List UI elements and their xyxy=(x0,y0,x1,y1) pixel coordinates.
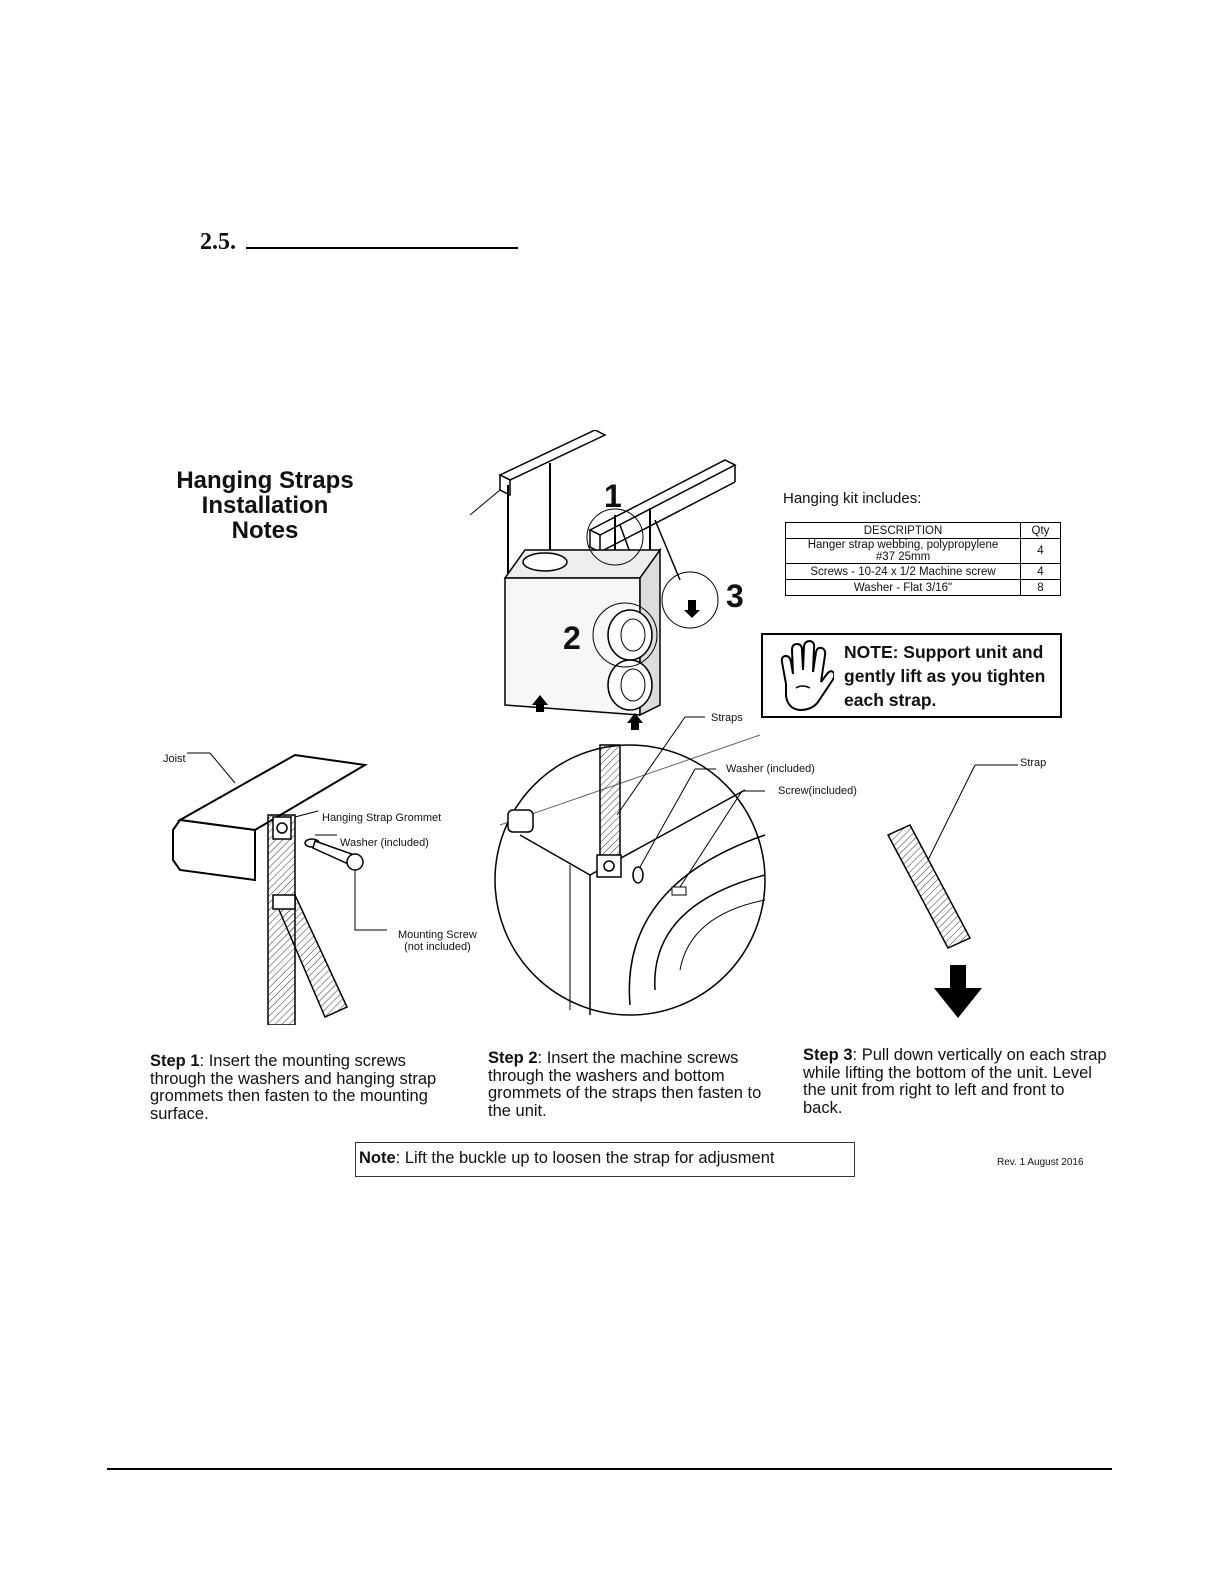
label-strap: Strap xyxy=(1020,757,1047,769)
section-heading: 2.5. xyxy=(200,227,518,256)
label-mounting-screw: Mounting Screw (not included) xyxy=(398,929,477,953)
note-label: Note xyxy=(359,1149,396,1167)
table-header-row: DESCRIPTION Qty xyxy=(785,522,1061,539)
unit-hanging-illustration xyxy=(470,430,737,730)
table-row: Washer - Flat 3/16" 8 xyxy=(785,579,1061,596)
cell-description: Hanger strap webbing, polypropylene #37 … xyxy=(785,538,1021,564)
label-washer-2: Washer (included) xyxy=(726,763,815,775)
cell-qty: 8 xyxy=(1020,579,1061,596)
stop-hand-icon xyxy=(780,640,834,712)
label-washer-1: Washer (included) xyxy=(340,837,429,849)
label-joist: Joist xyxy=(163,753,186,765)
section-number: 2.5. xyxy=(200,229,236,255)
step-text: : Pull down vertically on each strap whi… xyxy=(803,1046,1107,1117)
kit-table: DESCRIPTION Qty Hanger strap webbing, po… xyxy=(785,522,1061,596)
page-title: Hanging Straps Installation Notes xyxy=(160,468,370,543)
down-arrow-icon xyxy=(934,965,982,1018)
title-line-1: Hanging Straps xyxy=(176,467,354,494)
header-description: DESCRIPTION xyxy=(785,522,1021,539)
support-note-box xyxy=(761,633,1062,718)
cell-text: #37 25mm xyxy=(875,551,931,563)
cell-qty: 4 xyxy=(1020,563,1061,580)
header-qty: Qty xyxy=(1020,522,1061,539)
strap-attach-detail xyxy=(494,716,766,1016)
revision-label: Rev. 1 August 2016 xyxy=(997,1157,1084,1168)
step-text: : Insert the machine screws through the … xyxy=(488,1049,762,1120)
step-text: : Insert the mounting screws through the… xyxy=(150,1052,437,1123)
kit-label: Hanging kit includes: xyxy=(783,490,922,507)
callout-2: 2 xyxy=(563,620,581,656)
step-1: Step 1: Insert the mounting screws throu… xyxy=(150,1052,450,1123)
strap-pull-detail xyxy=(886,764,1018,1018)
title-line-3: Notes xyxy=(231,517,299,544)
label-straps: Straps xyxy=(711,712,743,724)
step-label: Step 3 xyxy=(803,1046,853,1064)
note-line-1: NOTE: Support unit and xyxy=(844,642,1044,662)
callout-3: 3 xyxy=(726,578,744,614)
title-line-2: Installation xyxy=(201,492,329,519)
cell-qty: 4 xyxy=(1020,538,1061,564)
footer-divider xyxy=(107,1468,1112,1470)
note-text: : Lift the buckle up to loosen the strap… xyxy=(395,1149,775,1167)
label-grommet: Hanging Strap Grommet xyxy=(322,812,442,824)
table-row: Hanger strap webbing, polypropylene #37 … xyxy=(785,538,1061,564)
cell-description: Washer - Flat 3/16" xyxy=(785,579,1021,596)
table-row: Screws - 10-24 x 1/2 Machine screw 4 xyxy=(785,563,1061,580)
step-label: Step 1 xyxy=(150,1052,200,1070)
step-2: Step 2: Insert the machine screws throug… xyxy=(488,1049,788,1120)
support-note-text: NOTE: Support unit and gently lift as yo… xyxy=(844,640,1059,712)
note-line-2: gently lift as you tighten xyxy=(844,666,1046,686)
buckle-note: Note: Lift the buckle up to loosen the s… xyxy=(355,1142,855,1177)
cell-description: Screws - 10-24 x 1/2 Machine screw xyxy=(785,563,1021,580)
rear-joist xyxy=(498,430,607,481)
label-text: Mounting Screw xyxy=(398,929,477,941)
callout-1: 1 xyxy=(604,478,622,514)
note-line-3: each strap. xyxy=(844,690,937,710)
step-3: Step 3: Pull down vertically on each str… xyxy=(803,1046,1108,1117)
joist-strap-detail xyxy=(172,752,387,1025)
label-text: (not included) xyxy=(404,941,471,953)
cell-text: Hanger strap webbing, polypropylene xyxy=(807,539,999,551)
label-screw-2: Screw(included) xyxy=(778,785,857,797)
step-label: Step 2 xyxy=(488,1049,538,1067)
section-title-blank xyxy=(246,227,518,249)
